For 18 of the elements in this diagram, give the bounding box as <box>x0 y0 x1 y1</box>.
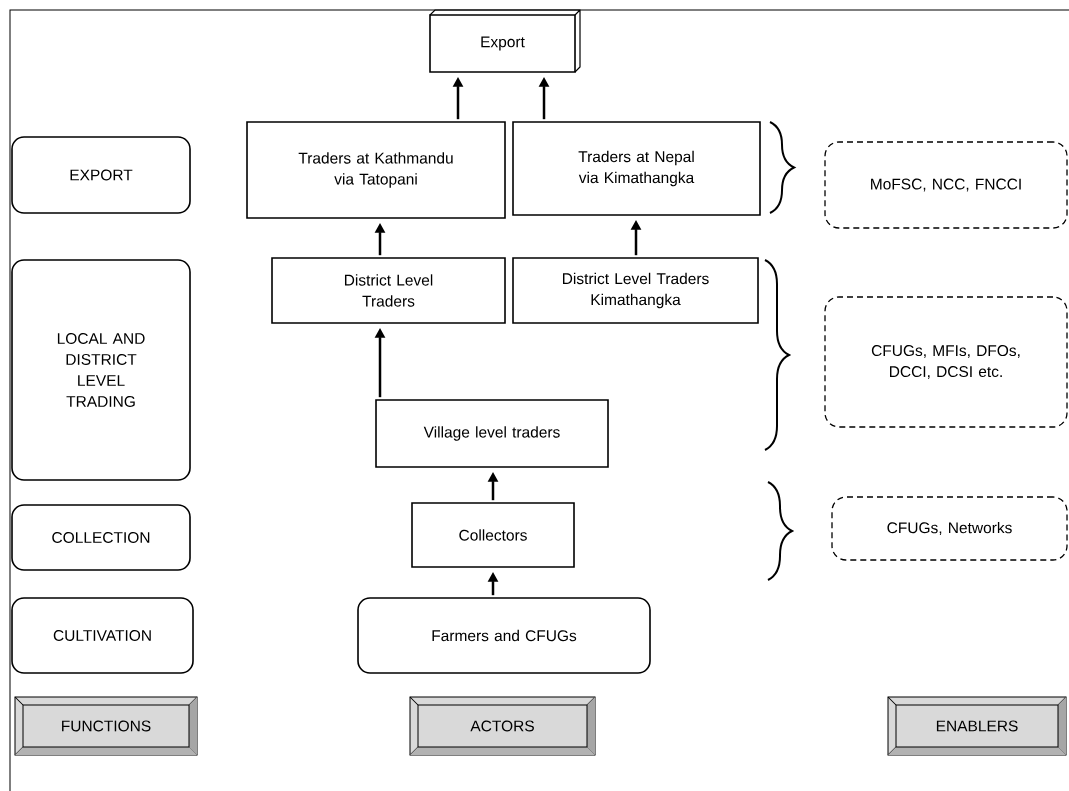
actor-box: Village level traders <box>375 399 609 468</box>
function-box: LOCAL AND DISTRICT LEVEL TRADING <box>11 259 191 481</box>
column-heading-box: FUNCTIONS <box>14 696 198 756</box>
enabler-box: MoFSC, NCC, FNCCI <box>824 141 1068 229</box>
function-box: COLLECTION <box>11 504 191 571</box>
actor-box: Collectors <box>411 502 575 568</box>
column-heading-box: ACTORS <box>409 696 596 756</box>
actor-box: Traders at Kathmandu via Tatopani <box>246 121 506 219</box>
enabler-box: CFUGs, MFIs, DFOs, DCCI, DCSI etc. <box>824 296 1068 428</box>
function-box: EXPORT <box>11 136 191 214</box>
function-box: CULTIVATION <box>11 597 194 674</box>
actor-box: Traders at Nepal via Kimathangka <box>512 121 761 216</box>
export-box: Export <box>429 9 581 73</box>
column-heading-box: ENABLERS <box>887 696 1067 756</box>
actor-box: District Level Traders Kimathangka <box>512 257 759 324</box>
actor-box: District Level Traders <box>271 257 506 324</box>
enabler-box: CFUGs, Networks <box>831 496 1068 561</box>
actor-box: Farmers and CFUGs <box>357 597 651 674</box>
